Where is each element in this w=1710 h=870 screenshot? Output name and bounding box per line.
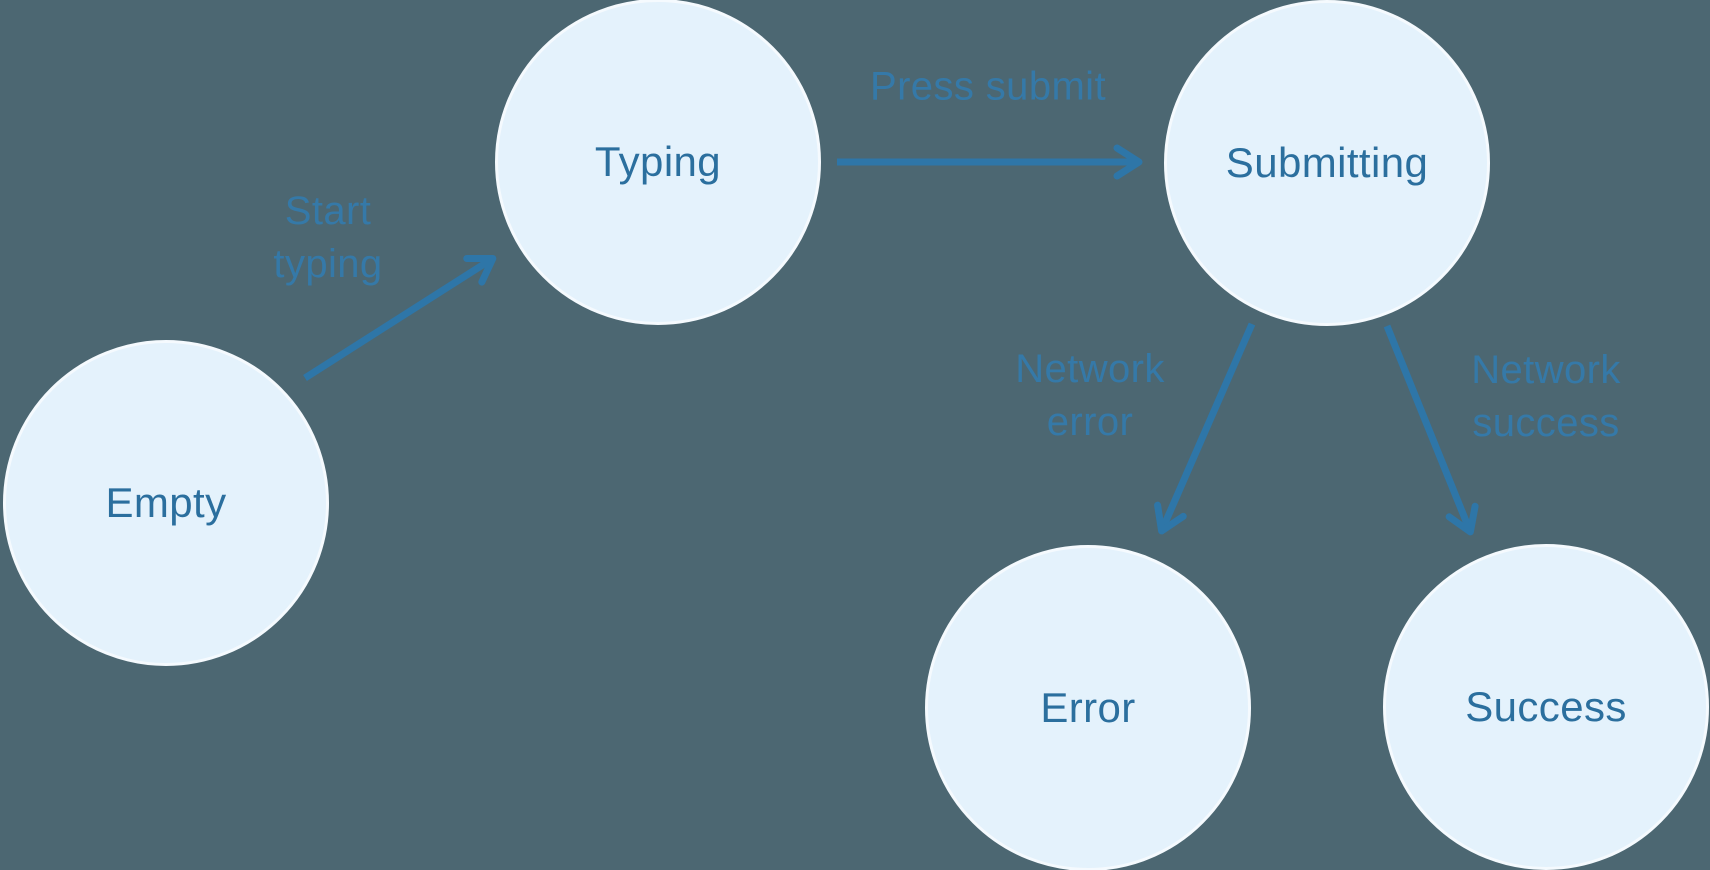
state-node-submitting: Submitting bbox=[1164, 0, 1490, 326]
transition-label-network-error: Network error bbox=[1015, 347, 1165, 444]
state-node-success: Success bbox=[1383, 544, 1709, 870]
state-node-label: Success bbox=[1465, 683, 1627, 730]
state-node-typing: Typing bbox=[495, 0, 821, 325]
transition-label-press-submit: Press submit bbox=[870, 64, 1106, 109]
state-node-error: Error bbox=[925, 545, 1251, 870]
state-node-label: Submitting bbox=[1225, 139, 1429, 186]
transition-label-start-typing: Start typing bbox=[273, 189, 383, 286]
state-node-label: Empty bbox=[105, 479, 227, 526]
arrow-submitting-to-error-icon bbox=[1154, 322, 1256, 535]
state-node-label: Typing bbox=[594, 138, 722, 185]
state-node-empty: Empty bbox=[3, 340, 329, 666]
transition-label-network-success: Network success bbox=[1471, 348, 1621, 445]
state-node-label: Error bbox=[1040, 684, 1136, 731]
arrow-submitting-to-success-icon bbox=[1383, 324, 1479, 536]
